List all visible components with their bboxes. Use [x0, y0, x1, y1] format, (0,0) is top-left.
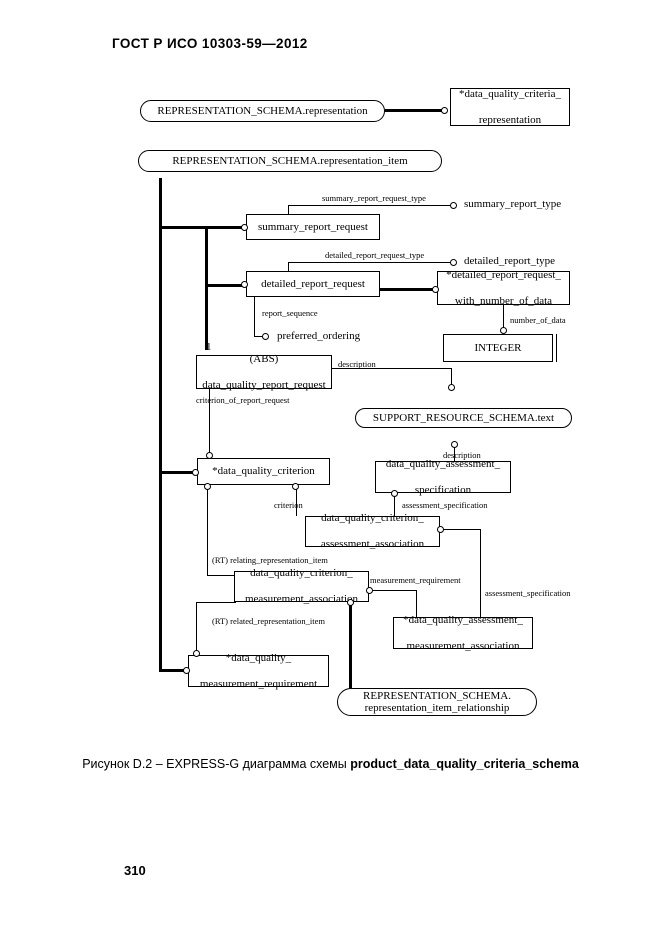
- circle-representation-end: [441, 107, 448, 114]
- circle-measurement-requirement: [366, 587, 373, 594]
- label-assessment-specification-1: assessment_specification: [402, 500, 488, 510]
- circle-drr-wnod: [432, 286, 439, 293]
- schema-ref-text-label: SUPPORT_RESOURCE_SCHEMA.text: [372, 412, 555, 424]
- line-description1-h: [332, 368, 452, 369]
- label-relating-representation-item: (RT) relating_representation_item: [212, 555, 328, 565]
- line-summary-type-h: [288, 205, 453, 206]
- label-measurement-requirement: measurement_requirement: [370, 575, 461, 585]
- link-representation-supertype: [385, 109, 445, 112]
- entity-data-quality-criterion-measurement-association[interactable]: data_quality_criterion_measurement_assoc…: [234, 567, 369, 605]
- circle-description-assessment: [451, 441, 458, 448]
- entity-data-quality-criterion[interactable]: *data_quality_criterion: [197, 458, 330, 485]
- spine-report-request: [205, 226, 208, 350]
- express-g-diagram: REPRESENTATION_SCHEMA.representation *da…: [138, 88, 572, 716]
- label-summary-report-request-type: summary_report_request_type: [322, 193, 426, 203]
- label-related-representation-item: (RT) related_representation_item: [212, 616, 326, 626]
- circle-assessment-specification-2: [437, 526, 444, 533]
- page-header: ГОСТ Р ИСО 10303-59—2012: [112, 36, 308, 51]
- line-assessment-spec-1: [394, 493, 395, 516]
- line-report-sequence-v: [254, 297, 255, 336]
- page-number: 310: [124, 863, 146, 878]
- schema-ref-representation-item-label: REPRESENTATION_SCHEMA.representation_ite…: [172, 155, 408, 167]
- circle-detailed-report-type: [450, 259, 457, 266]
- entity-detailed-report-request[interactable]: detailed_report_request: [246, 271, 380, 297]
- circle-assessment-specification-1: [391, 490, 398, 497]
- spine-item-relationship: [349, 605, 352, 693]
- link-detailed-subtype: [380, 288, 436, 291]
- schema-ref-representation[interactable]: REPRESENTATION_SCHEMA.representation: [140, 100, 385, 122]
- line-detailed-type-v: [288, 262, 289, 272]
- entity-data-quality-measurement-requirement[interactable]: *data_quality_measurement_requirement: [188, 652, 329, 690]
- line-assessment-spec-2-v: [480, 529, 481, 617]
- figure-caption-schema: product_data_quality_criteria_schema: [350, 757, 579, 771]
- circle-preferred-ordering: [262, 333, 269, 340]
- schema-ref-representation-label: REPRESENTATION_SCHEMA.representation: [157, 105, 368, 117]
- label-assessment-specification-2: assessment_specification: [485, 588, 571, 598]
- line-relating-rt-h: [207, 575, 236, 576]
- schema-ref-text[interactable]: SUPPORT_RESOURCE_SCHEMA.text: [355, 408, 572, 428]
- spine-main: [159, 178, 162, 670]
- label-description-assessment: description: [443, 450, 481, 460]
- link-spine-to-criterion: [159, 471, 197, 474]
- circle-description-text: [448, 384, 455, 391]
- schema-ref-representation-item[interactable]: REPRESENTATION_SCHEMA.representation_ite…: [138, 150, 442, 172]
- line-relating-rt-v: [207, 489, 208, 575]
- link-spine-to-detailed: [205, 284, 245, 287]
- figure-caption-prefix: Рисунок D.2 – EXPRESS-G диаграмма схемы: [82, 757, 351, 771]
- entity-summary-report-request[interactable]: summary_report_request: [246, 214, 380, 240]
- circle-relating-representation-item: [204, 483, 211, 490]
- label-description-report-request: description: [338, 359, 376, 369]
- line-summary-type-v: [288, 205, 289, 215]
- line-assessment-spec-2-h: [443, 529, 481, 530]
- circle-number-of-data: [500, 327, 507, 334]
- entity-data-quality-criteria-representation[interactable]: *data_quality_criteria_representation: [450, 88, 570, 126]
- entity-data-quality-assessment-specification[interactable]: data_quality_assessment_specification: [375, 458, 511, 496]
- figure-caption: Рисунок D.2 – EXPRESS-G диаграмма схемы …: [0, 757, 661, 771]
- entity-data-quality-report-request[interactable]: (ABS)data_quality_report_request: [196, 353, 332, 391]
- label-criterion: criterion: [274, 500, 303, 510]
- line-description2-v: [454, 444, 455, 462]
- link-spine-to-summary: [159, 226, 207, 229]
- line-related-rt-h: [196, 602, 236, 603]
- link-spine-to-measurement-requirement: [159, 669, 187, 672]
- circle-summary-report-type: [450, 202, 457, 209]
- type-summary-report-type: summary_report_type: [464, 198, 562, 210]
- entity-data-quality-assessment-measurement-association[interactable]: *data_quality_assessment_measurement_ass…: [393, 614, 533, 652]
- entity-integer[interactable]: INTEGER: [443, 334, 557, 362]
- entity-data-quality-criterion-assessment-association[interactable]: data_quality_criterion_assessment_associ…: [305, 512, 440, 550]
- circle-detailed-report-request: [241, 281, 248, 288]
- circle-related-representation-item: [193, 650, 200, 657]
- label-criterion-of-report-request: criterion_of_report_request: [196, 395, 290, 405]
- circle-data-quality-criterion: [192, 469, 199, 476]
- circle-cma-bottom: [347, 599, 354, 606]
- line-description1-v: [451, 368, 452, 386]
- line-related-rt-v: [196, 602, 197, 652]
- label-number-of-data: number_of_data: [510, 315, 566, 325]
- line-criterion-of-report-request: [209, 389, 210, 455]
- entity-detailed-report-request-with-number-of-data[interactable]: *detailed_report_request_with_number_of_…: [437, 269, 570, 307]
- link-summary-in: [205, 226, 245, 229]
- circle-criterion-of-report-request: [206, 452, 213, 459]
- label-report-sequence: report_sequence: [262, 308, 318, 318]
- line-criterion-v: [296, 485, 297, 516]
- line-report-sequence-h: [254, 336, 263, 337]
- line-measurement-requirement-v: [416, 590, 417, 618]
- label-detailed-report-request-type: detailed_report_request_type: [325, 250, 425, 260]
- line-detailed-type-h: [288, 262, 453, 263]
- line-measurement-requirement-h: [372, 590, 417, 591]
- schema-ref-representation-item-relationship[interactable]: REPRESENTATION_SCHEMA.representation_ite…: [337, 688, 537, 716]
- type-detailed-report-type: detailed_report_type: [464, 255, 556, 267]
- circle-data-quality-measurement-requirement: [183, 667, 190, 674]
- circle-criterion: [292, 483, 299, 490]
- label-cardinality-1: 1: [206, 341, 212, 353]
- line-number-of-data: [503, 305, 504, 329]
- type-preferred-ordering: preferred_ordering: [277, 330, 361, 342]
- circle-summary-report-request: [241, 224, 248, 231]
